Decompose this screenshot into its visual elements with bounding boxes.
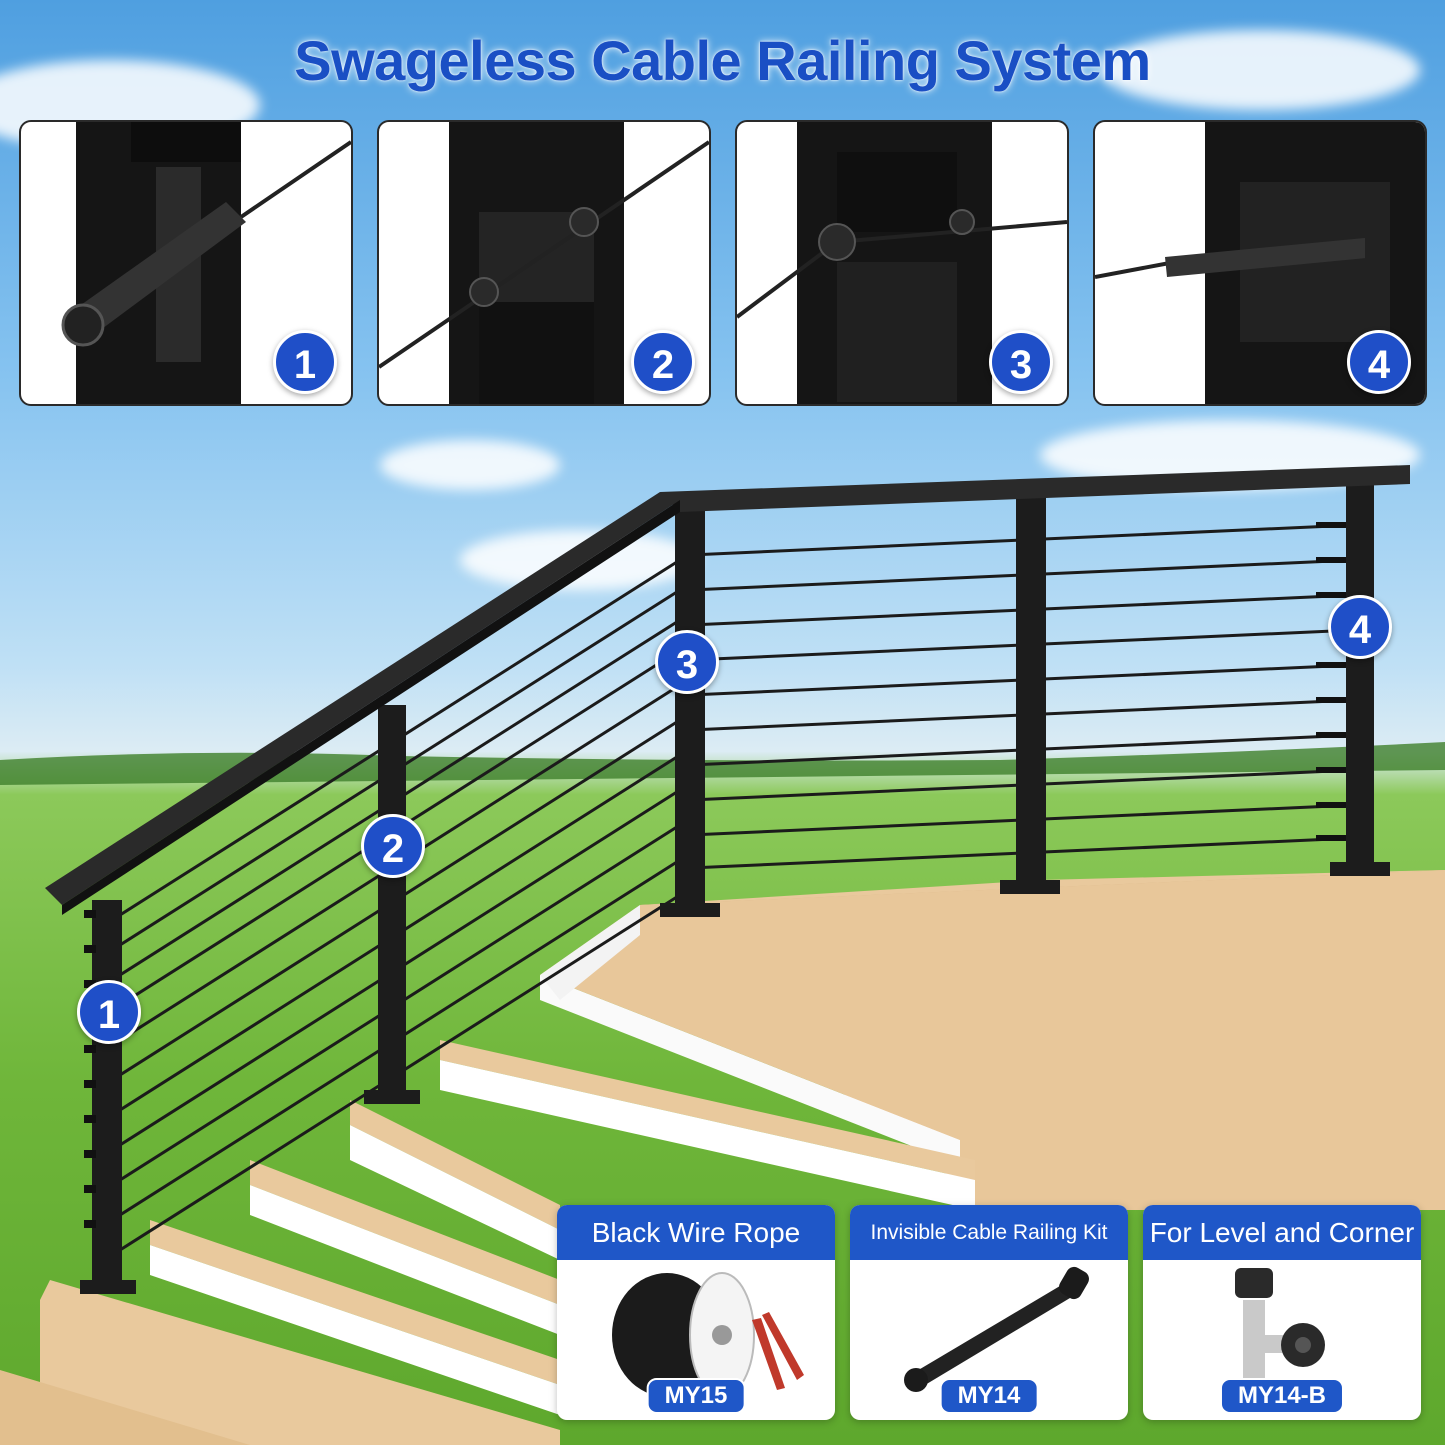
cloud	[1100, 30, 1420, 110]
product-label: For Level and Corner	[1143, 1205, 1421, 1260]
detail-panel-3: 3	[735, 120, 1069, 406]
product-label: Invisible Cable Railing Kit	[850, 1205, 1128, 1260]
corner-fitting-icon	[1235, 1268, 1325, 1380]
detail-panel-2: 2	[377, 120, 711, 406]
pass-through-post-icon	[379, 122, 709, 404]
handrail	[45, 465, 1410, 915]
scene-marker-1: 1	[77, 980, 141, 1044]
detail-number-badge: 2	[631, 330, 695, 394]
tensioner-ends	[84, 522, 1346, 1228]
detail-number-badge: 4	[1347, 330, 1411, 394]
stairs	[0, 870, 1445, 1445]
scene-marker-4: 4	[1328, 595, 1392, 659]
product-label: Black Wire Rope	[557, 1205, 835, 1260]
tensioner-rod-icon	[904, 1266, 1089, 1392]
product-card-wire-rope: Black Wire Rope MY15	[557, 1205, 835, 1420]
scene-marker-3: 3	[655, 630, 719, 694]
detail-number-badge: 3	[989, 330, 1053, 394]
wire-rope-spool-icon	[612, 1272, 804, 1398]
product-card-level-corner: For Level and Corner MY14-B	[1143, 1205, 1421, 1420]
product-card-cable-kit: Invisible Cable Railing Kit MY14	[850, 1205, 1128, 1420]
detail-panel-1: 1	[19, 120, 353, 406]
detail-panel-4: 4	[1093, 120, 1427, 406]
page-title: Swageless Cable Railing System	[294, 29, 1151, 92]
level-tensioner-icon	[1095, 122, 1425, 404]
product-model: MY14	[939, 1378, 1039, 1414]
detail-number-badge: 1	[273, 330, 337, 394]
product-model: MY15	[646, 1378, 746, 1414]
angle-post-icon	[737, 122, 1067, 404]
cloud	[380, 440, 560, 490]
scene-marker-2: 2	[361, 814, 425, 878]
end-post-tensioner-icon	[61, 122, 351, 404]
product-model: MY14-B	[1219, 1378, 1345, 1414]
posts	[80, 485, 1390, 1294]
